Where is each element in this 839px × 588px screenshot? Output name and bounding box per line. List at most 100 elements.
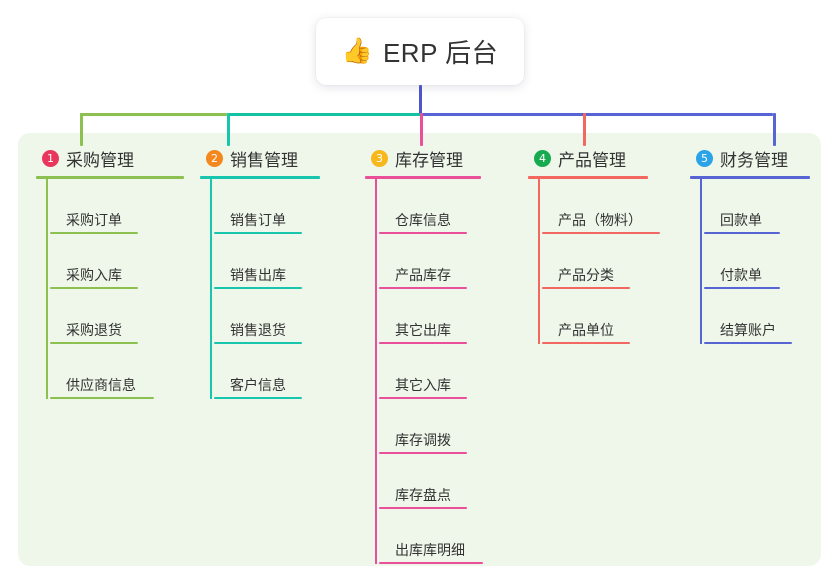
list-item[interactable]: 付款单 bbox=[704, 234, 810, 289]
branch-item-rule bbox=[379, 232, 467, 234]
branch-items-product: 产品（物料） 产品分类产品单位 bbox=[528, 179, 660, 344]
branch-item-label: 产品单位 bbox=[558, 322, 614, 338]
list-item[interactable]: 出库库明细 bbox=[379, 509, 483, 564]
branch-items-inventory: 仓库信息产品库存其它出库其它入库库存调拨库存盘点出库库明细 bbox=[365, 179, 483, 564]
branch-item-rule bbox=[50, 397, 154, 399]
branch-header-inventory[interactable]: 3 库存管理 bbox=[365, 146, 481, 170]
branch-item-rule bbox=[379, 562, 483, 564]
root-title: ERP 后台 bbox=[382, 38, 499, 68]
branch-item-label: 采购退货 bbox=[66, 322, 122, 338]
branch-badge-inventory: 3 bbox=[371, 149, 388, 167]
branch-badge-sales: 2 bbox=[206, 149, 223, 167]
branch-item-label: 销售退货 bbox=[230, 322, 286, 338]
list-item[interactable]: 产品单位 bbox=[542, 289, 648, 344]
branch-items-purchasing: 采购订单采购入库采购退货供应商信息 bbox=[36, 179, 184, 399]
root-node[interactable]: 👍 ERP 后台 bbox=[316, 18, 524, 85]
branch-column-inventory: 3 库存管理仓库信息产品库存其它出库其它入库库存调拨库存盘点出库库明细 bbox=[365, 146, 483, 564]
branch-item-rule bbox=[214, 342, 302, 344]
list-item[interactable]: 回款单 bbox=[704, 179, 810, 234]
branch-rule-finance bbox=[690, 176, 810, 179]
thumbs-up-icon: 👍 bbox=[341, 37, 373, 65]
list-item[interactable]: 库存盘点 bbox=[379, 454, 481, 509]
branch-item-rule bbox=[214, 232, 302, 234]
branch-title-finance: 财务管理 bbox=[720, 150, 788, 170]
branch-badge-finance: 5 bbox=[696, 149, 713, 167]
branch-spine-product bbox=[538, 179, 540, 344]
list-item[interactable]: 采购入库 bbox=[50, 234, 184, 289]
branch-title-product: 产品管理 bbox=[558, 150, 626, 170]
list-item[interactable]: 销售订单 bbox=[214, 179, 320, 234]
root-connector bbox=[419, 85, 422, 116]
branch-item-label: 出库库明细 bbox=[395, 542, 465, 558]
branch-item-label: 仓库信息 bbox=[395, 212, 451, 228]
branch-item-rule bbox=[379, 452, 467, 454]
branch-rule-sales bbox=[200, 176, 320, 179]
branch-item-rule bbox=[379, 397, 467, 399]
list-item[interactable]: 产品库存 bbox=[379, 234, 481, 289]
list-item[interactable]: 结算账户 bbox=[704, 289, 810, 344]
list-item[interactable]: 其它出库 bbox=[379, 289, 481, 344]
list-item[interactable]: 其它入库 bbox=[379, 344, 481, 399]
branch-items-sales: 销售订单销售出库销售退货客户信息 bbox=[200, 179, 320, 399]
branch-connector-product bbox=[583, 113, 586, 146]
branch-item-label: 供应商信息 bbox=[66, 377, 136, 393]
branch-item-rule bbox=[379, 342, 467, 344]
branch-spine-finance bbox=[700, 179, 702, 344]
list-item[interactable]: 采购退货 bbox=[50, 289, 184, 344]
branch-item-rule bbox=[214, 287, 302, 289]
list-item[interactable]: 销售退货 bbox=[214, 289, 320, 344]
branch-item-rule bbox=[542, 342, 630, 344]
branch-item-rule bbox=[704, 232, 780, 234]
branch-connector-finance bbox=[773, 113, 776, 146]
branch-item-label: 库存调拨 bbox=[395, 432, 451, 448]
bus-indigo bbox=[420, 113, 773, 116]
list-item[interactable]: 客户信息 bbox=[214, 344, 320, 399]
branch-connector-sales bbox=[227, 113, 230, 146]
branch-header-sales[interactable]: 2 销售管理 bbox=[200, 146, 320, 170]
list-item[interactable]: 采购订单 bbox=[50, 179, 184, 234]
branch-item-label: 回款单 bbox=[720, 212, 762, 228]
branch-spine-purchasing bbox=[46, 179, 48, 399]
branch-column-finance: 5 财务管理回款单付款单结算账户 bbox=[690, 146, 810, 344]
list-item[interactable]: 库存调拨 bbox=[379, 399, 481, 454]
branch-item-label: 客户信息 bbox=[230, 377, 286, 393]
branch-badge-product: 4 bbox=[534, 149, 551, 167]
branch-item-label: 采购入库 bbox=[66, 267, 122, 283]
branch-title-purchasing: 采购管理 bbox=[66, 150, 134, 170]
branch-item-label: 产品（物料） bbox=[558, 212, 642, 228]
branch-badge-purchasing: 1 bbox=[42, 149, 59, 167]
branch-item-rule bbox=[704, 287, 780, 289]
list-item[interactable]: 销售出库 bbox=[214, 234, 320, 289]
branch-item-label: 销售出库 bbox=[230, 267, 286, 283]
branch-connector-purchasing bbox=[80, 113, 83, 146]
branch-header-product[interactable]: 4 产品管理 bbox=[528, 146, 648, 170]
branch-item-label: 销售订单 bbox=[230, 212, 286, 228]
branch-rule-product bbox=[528, 176, 648, 179]
branch-header-finance[interactable]: 5 财务管理 bbox=[690, 146, 810, 170]
branch-spine-sales bbox=[210, 179, 212, 399]
branch-item-rule bbox=[50, 232, 138, 234]
branch-item-label: 其它出库 bbox=[395, 322, 451, 338]
branch-rule-inventory bbox=[365, 176, 481, 179]
branch-item-rule bbox=[50, 287, 138, 289]
branch-column-sales: 2 销售管理销售订单销售出库销售退货客户信息 bbox=[200, 146, 320, 399]
branch-item-rule bbox=[379, 287, 467, 289]
branch-item-rule bbox=[50, 342, 138, 344]
branch-title-inventory: 库存管理 bbox=[395, 150, 463, 170]
branch-item-rule bbox=[379, 507, 467, 509]
list-item[interactable]: 供应商信息 bbox=[50, 344, 184, 399]
list-item[interactable]: 产品（物料） bbox=[542, 179, 660, 234]
branch-connector-inventory bbox=[420, 113, 423, 146]
branch-item-label: 产品分类 bbox=[558, 267, 614, 283]
list-item[interactable]: 仓库信息 bbox=[379, 179, 481, 234]
list-item[interactable]: 产品分类 bbox=[542, 234, 648, 289]
branch-column-purchasing: 1 采购管理采购订单采购入库采购退货供应商信息 bbox=[36, 146, 184, 399]
branch-title-sales: 销售管理 bbox=[230, 150, 298, 170]
branch-item-label: 采购订单 bbox=[66, 212, 122, 228]
branch-item-rule bbox=[704, 342, 792, 344]
bus-green bbox=[80, 113, 227, 116]
branch-header-purchasing[interactable]: 1 采购管理 bbox=[36, 146, 184, 170]
branch-rule-purchasing bbox=[36, 176, 184, 179]
branch-column-product: 4 产品管理产品（物料） 产品分类产品单位 bbox=[528, 146, 660, 344]
